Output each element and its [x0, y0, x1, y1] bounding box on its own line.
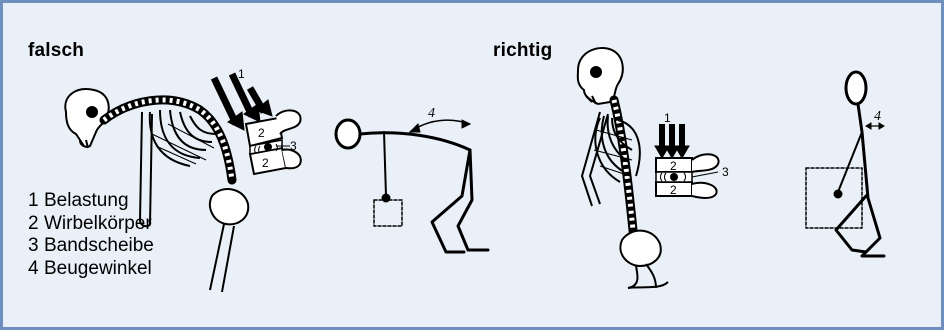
- label-load-right: 1: [664, 111, 671, 125]
- skull-icon: [578, 48, 623, 104]
- label-angle-right: 4: [874, 109, 881, 124]
- bend-angle-wrong: [410, 120, 470, 132]
- vertebra-detail-right: [655, 124, 719, 198]
- label-vertebra-right-bottom: 2: [670, 183, 677, 197]
- label-angle-wrong: 4: [428, 106, 435, 121]
- label-vertebra-wrong-bottom: 2: [262, 156, 269, 170]
- skeleton-bent-spine: [65, 89, 248, 292]
- label-disc-wrong: 3: [290, 139, 297, 153]
- skeleton-straight-spine: [578, 48, 668, 288]
- label-load-wrong: 1: [238, 67, 245, 81]
- label-disc-right: 3: [722, 165, 729, 179]
- stick-figure-squatting: [806, 72, 884, 256]
- label-vertebra-wrong-top: 2: [258, 126, 265, 140]
- label-vertebra-right-top: 2: [670, 159, 677, 173]
- stick-figure-bent: [336, 120, 488, 252]
